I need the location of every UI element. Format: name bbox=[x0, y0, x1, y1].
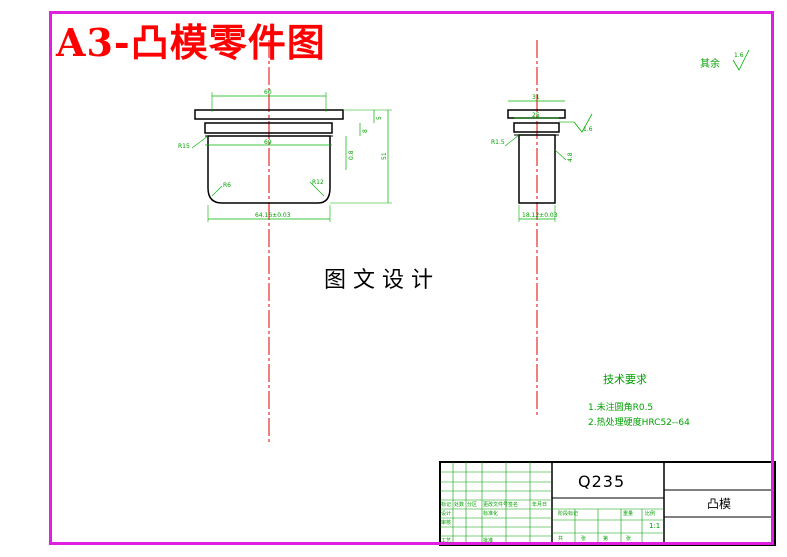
left-top-plate bbox=[194, 109, 344, 120]
title-block-cell-label: 年月日 bbox=[532, 502, 548, 508]
roughness-note: 其余 bbox=[700, 59, 720, 70]
right-leader-r15 bbox=[504, 134, 520, 147]
left-leader-r15 bbox=[191, 135, 209, 149]
title-block-cell-label: 第 bbox=[603, 536, 609, 542]
title-block-cell-label: 设计 bbox=[441, 511, 452, 517]
left-h-flange-label: 8 bbox=[362, 129, 369, 133]
left-dim-top-label: 60 bbox=[264, 89, 272, 96]
right-leader-angle bbox=[554, 149, 567, 161]
left-body bbox=[207, 135, 331, 204]
right-dim-bottom-label: 18.12±0.03 bbox=[522, 212, 558, 219]
left-r15-label: R15 bbox=[178, 143, 190, 150]
left-h-total-label: 51 bbox=[381, 152, 388, 160]
right-roughness-label: 1.6 bbox=[583, 126, 593, 133]
left-leader-r12 bbox=[309, 181, 325, 197]
title-block-cell-label: 更改文件号 bbox=[483, 502, 509, 508]
title-block-grid bbox=[439, 461, 776, 546]
title-block-cell-label: 签名 bbox=[508, 502, 519, 508]
left-leader-r6 bbox=[211, 185, 223, 197]
right-angle-label: 4.8 bbox=[567, 152, 574, 162]
tech-requirement-item: 2.热处理硬度HRC52--64 bbox=[588, 418, 690, 428]
title-block-cell-label: 阶段标记 bbox=[558, 511, 579, 517]
material-label: Q235 bbox=[578, 472, 626, 491]
left-flange bbox=[204, 122, 333, 134]
title-block-cell-label: 标记 bbox=[441, 502, 452, 508]
left-view bbox=[191, 92, 392, 222]
tech-requirements-heading: 技术要求 bbox=[603, 373, 647, 386]
title-block-cell-label: 审核 bbox=[441, 520, 452, 526]
title-block-cell-label: 张 bbox=[626, 536, 632, 542]
title-block-cell-label: 工艺 bbox=[441, 538, 452, 544]
right-dim-top-label: 31 bbox=[532, 94, 540, 101]
left-h-body-label: 0.8 bbox=[348, 150, 355, 160]
left-h-top-label: 5 bbox=[376, 116, 383, 120]
left-dim-flange-label: 69 bbox=[264, 139, 272, 146]
right-roughness-symbol bbox=[573, 113, 593, 133]
watermark-text: 图文设计 bbox=[324, 268, 441, 293]
drawing-title: A3-凸模零件图 bbox=[56, 20, 326, 65]
right-dim-flange-label: 25 bbox=[532, 112, 540, 119]
general-roughness-value: 1.6 bbox=[734, 52, 744, 59]
title-block-cell-label: 重量 bbox=[623, 511, 634, 517]
scale-label: 1:1 bbox=[649, 522, 661, 530]
left-r12-label: R12 bbox=[312, 179, 324, 186]
left-dim-bottom-label: 64.16±0.03 bbox=[255, 212, 291, 219]
drawing-frame bbox=[49, 11, 774, 545]
tech-requirement-item: 1.未注圆角R0.5 bbox=[588, 403, 654, 413]
title-block-cell-label: 比例 bbox=[645, 511, 656, 517]
title-block-cell-label: 批准 bbox=[483, 538, 494, 544]
right-r15-label: R1.5 bbox=[491, 139, 505, 146]
right-view bbox=[504, 100, 593, 222]
title-block-cell-label: 标准化 bbox=[483, 511, 499, 517]
title-block-cell-label: 分区 bbox=[467, 502, 478, 508]
general-roughness-symbol bbox=[732, 49, 750, 71]
left-r6-label: R6 bbox=[223, 182, 231, 189]
title-block-cell-label: 处数 bbox=[454, 502, 465, 508]
part-name-label: 凸模 bbox=[707, 497, 732, 511]
title-block-cell-label: 张 bbox=[581, 536, 587, 542]
title-block-cell-label: 共 bbox=[558, 536, 564, 542]
right-flange bbox=[513, 122, 560, 133]
